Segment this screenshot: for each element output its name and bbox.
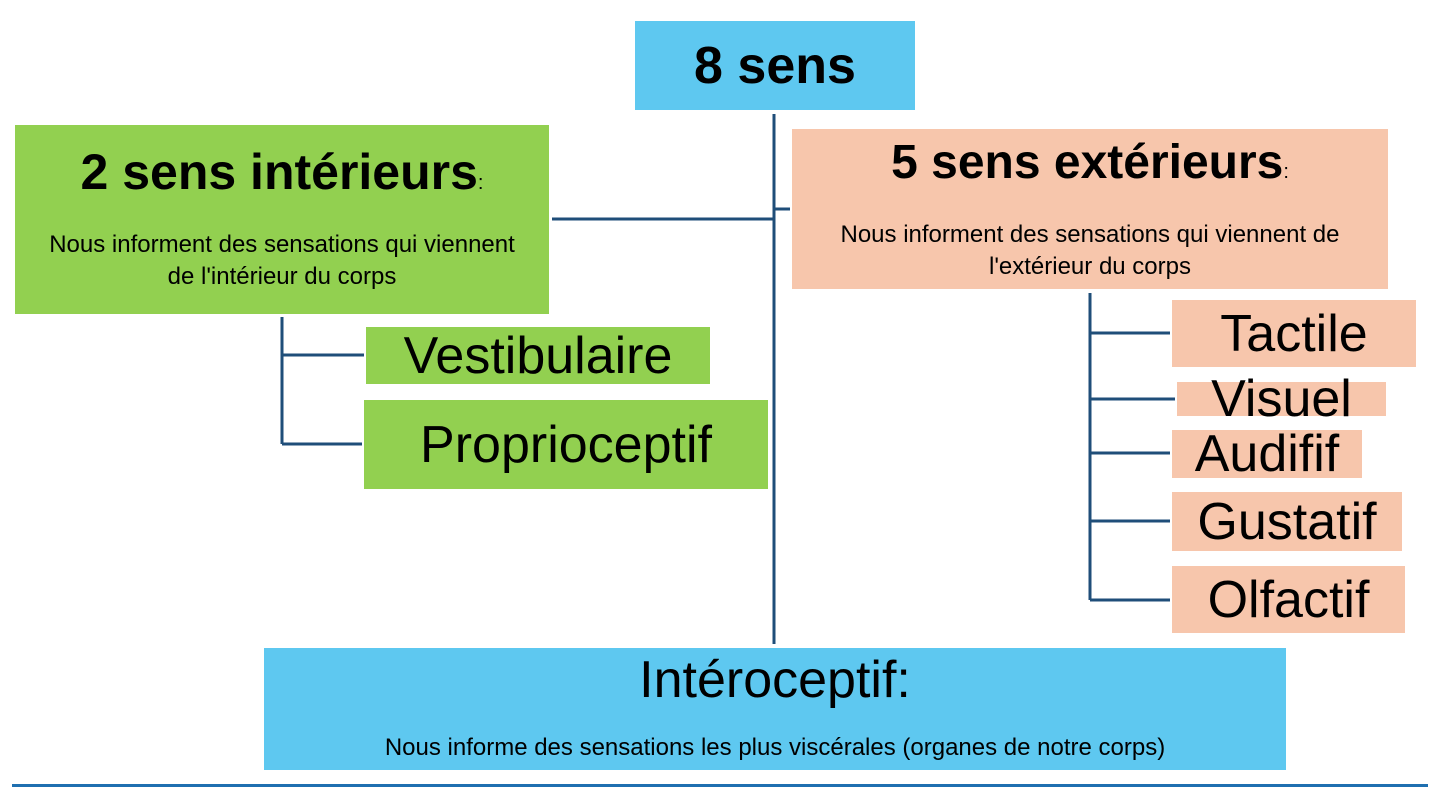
interior-title-line: 2 sens intérieurs:: [15, 143, 549, 201]
leaf-label: Olfactif: [1207, 570, 1370, 629]
leaf-label: Proprioceptif: [420, 415, 712, 474]
exterior-title-line: 5 sens extérieurs:: [792, 135, 1388, 190]
leaf-gustatif: Gustatif: [1172, 492, 1402, 551]
leaf-label: Vestibulaire: [403, 326, 673, 385]
leaf-proprioceptif: Proprioceptif: [364, 400, 768, 489]
exterior-description: Nous informent des sensations qui vienne…: [840, 221, 1340, 280]
root-label: 8 sens: [694, 36, 856, 95]
interior-title: 2 sens intérieurs: [80, 144, 478, 200]
interoceptive-node: Intéroceptif: Nous informe des sensation…: [264, 648, 1286, 770]
leaf-label: Visuel: [1211, 370, 1352, 428]
exterior-title: 5 sens extérieurs: [891, 136, 1284, 189]
leaf-label: Tactile: [1220, 304, 1368, 363]
interior-senses-node: 2 sens intérieurs: Nous informent des se…: [15, 125, 549, 314]
leaf-audifif: Audifif: [1172, 425, 1362, 483]
leaf-label: Audifif: [1194, 425, 1340, 483]
bottom-rule: [12, 784, 1428, 787]
exterior-colon: :: [1283, 161, 1289, 183]
leaf-visuel: Visuel: [1177, 370, 1386, 428]
leaf-vestibulaire: Vestibulaire: [366, 326, 710, 385]
leaf-label: Gustatif: [1197, 492, 1377, 551]
interior-description: Nous informent des sensations qui vienne…: [49, 231, 515, 290]
interior-colon: :: [477, 172, 484, 194]
leaf-tactile: Tactile: [1172, 300, 1416, 367]
interoceptive-title: Intéroceptif:: [639, 651, 911, 709]
interoceptive-description: Nous informe des sensations les plus vis…: [384, 734, 1166, 761]
root-node-8-sens: 8 sens: [635, 21, 915, 110]
exterior-senses-node: 5 sens extérieurs: Nous informent des se…: [792, 129, 1388, 289]
leaf-olfactif: Olfactif: [1172, 566, 1405, 633]
